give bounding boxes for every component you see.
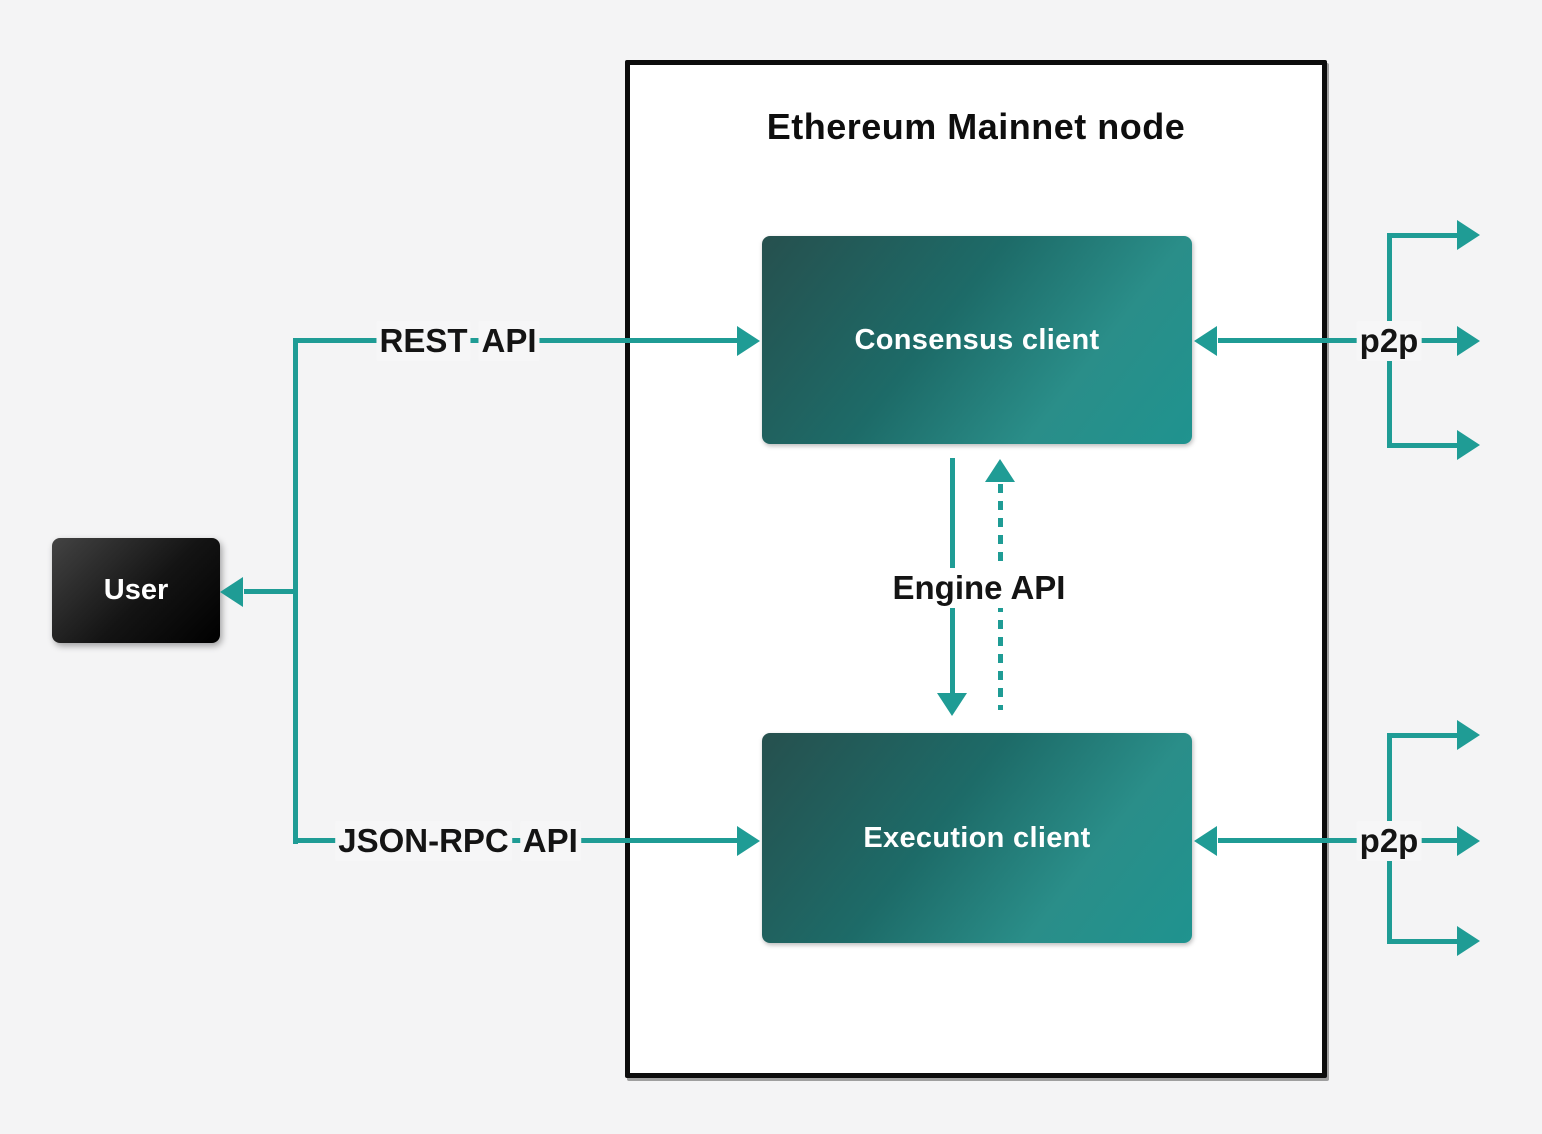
arrowhead-left-execution-p2p-icon — [1194, 826, 1217, 856]
node-title: Ethereum Mainnet node — [766, 106, 1186, 147]
user-label: User — [103, 574, 169, 606]
arrowhead-up-engine-icon — [985, 459, 1015, 482]
p2p-consensus-label: p2p — [1356, 321, 1422, 361]
arrowhead-right-p2p-mid-top-icon — [1457, 326, 1480, 356]
p2p-consensus-branch-top-line — [1387, 233, 1457, 238]
p2p-execution-label: p2p — [1356, 821, 1422, 861]
json-rpc-api-label: JSON-RPC API — [335, 821, 581, 861]
rest-api-label: REST API — [376, 321, 540, 361]
p2p-consensus-text: p2p — [1356, 321, 1422, 361]
arrowhead-right-p2p-exec-branch-bottom-icon — [1457, 926, 1480, 956]
arrowhead-left-user-icon — [220, 577, 243, 607]
execution-client-label: Execution client — [863, 821, 1091, 854]
engine-api-label: Engine API — [882, 568, 1076, 608]
consensus-client-label: Consensus client — [854, 323, 1100, 356]
arrowhead-down-engine-icon — [937, 693, 967, 716]
p2p-consensus-branch-bottom-line — [1387, 443, 1457, 448]
arrowhead-right-execution-icon — [737, 826, 760, 856]
rest-api-word-1: REST — [376, 321, 471, 361]
arrowhead-right-consensus-icon — [737, 326, 760, 356]
arrowhead-right-p2p-mid-bottom-icon — [1457, 826, 1480, 856]
p2p-execution-branch-top-line — [1387, 733, 1457, 738]
p2p-execution-branch-bottom-line — [1387, 939, 1457, 944]
json-rpc-api-line — [293, 838, 738, 843]
json-rpc-api-word-2: API — [519, 821, 581, 861]
arrowhead-right-p2p-branch-top-icon — [1457, 220, 1480, 250]
arrowhead-left-consensus-p2p-icon — [1194, 326, 1217, 356]
user-box: User — [52, 538, 220, 643]
engine-api-text: Engine API — [882, 568, 1076, 608]
consensus-client-box: Consensus client — [762, 236, 1192, 444]
user-connector-line — [244, 589, 296, 594]
json-rpc-api-word-1: JSON-RPC — [335, 821, 512, 861]
p2p-execution-text: p2p — [1356, 821, 1422, 861]
arrowhead-right-p2p-exec-branch-top-icon — [1457, 720, 1480, 750]
p2p-consensus-main-line — [1218, 338, 1458, 343]
arrowhead-right-p2p-branch-bottom-icon — [1457, 430, 1480, 460]
p2p-execution-main-line — [1218, 838, 1458, 843]
execution-client-box: Execution client — [762, 733, 1192, 943]
rest-api-word-2: API — [478, 321, 540, 361]
